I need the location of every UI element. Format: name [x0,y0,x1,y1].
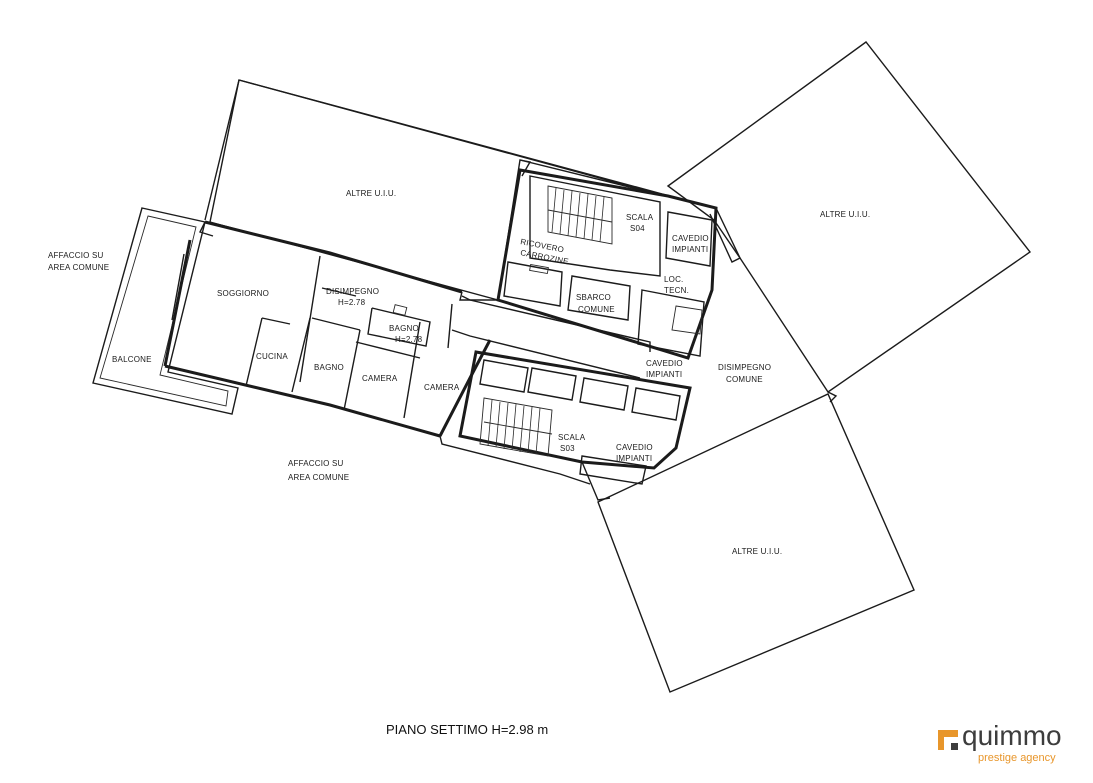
label-bagno-1: BAGNO [389,324,419,333]
label-affaccio-bottom-1: AFFACCIO SU [288,459,344,468]
label-altre-bottom: ALTRE U.I.U. [732,547,782,556]
label-affaccio-left-1: AFFACCIO SU [48,251,104,260]
logo-mark-icon [938,730,958,750]
label-affaccio-bottom-2: AREA COMUNE [288,473,349,482]
label-sbarco-2: COMUNE [578,305,615,314]
label-scala-s03-num: S03 [560,444,575,453]
label-altre-top: ALTRE U.I.U. [346,189,396,198]
label-loc-2: TECN. [664,286,689,295]
quimmo-logo: quimmo prestige agency [938,720,1088,770]
label-altre-right: ALTRE U.I.U. [820,210,870,219]
label-camera-1: CAMERA [362,374,398,383]
label-cavedio-mid: CAVEDIO [646,359,683,368]
label-disimpegno-h: H=2.78 [338,298,366,307]
label-scala-s03: SCALA [558,433,586,442]
label-bagno-2: BAGNO [314,363,344,372]
label-sbarco: SBARCO [576,293,611,302]
label-cavedio-bot: CAVEDIO [616,443,653,452]
label-disimpegno-comune: DISIMPEGNO [718,363,771,372]
label-soggiorno: SOGGIORNO [217,289,269,298]
label-balcone: BALCONE [112,355,152,364]
label-scala-s04-num: S04 [630,224,645,233]
wall-details [519,159,838,403]
label-disimpegno: DISIMPEGNO [326,287,379,296]
core-s03 [458,350,692,501]
label-cucina: CUCINA [256,352,288,361]
label-cavedio-bot-2: IMPIANTI [616,454,652,463]
core-s04 [496,168,718,360]
label-cavedio-mid-2: IMPIANTI [646,370,682,379]
label-camera-2: CAMERA [424,383,460,392]
plan-title: PIANO SETTIMO H=2.98 m [386,722,548,737]
label-scala-s04: SCALA [626,213,654,222]
label-cavedio-top-2: IMPIANTI [672,245,708,254]
label-disimpegno-comune-2: COMUNE [726,375,763,384]
label-cavedio-top: CAVEDIO [672,234,709,243]
apartment-walls [163,220,591,485]
logo-tagline: prestige agency [978,752,1056,764]
balcone-area [92,207,239,415]
label-bagno-1-h: H=2.78 [395,335,423,344]
other-unit-bottom [597,393,915,693]
label-affaccio-left-2: AREA COMUNE [48,263,109,272]
logo-wordmark: quimmo [962,720,1062,751]
label-loc: LOC. [664,275,683,284]
